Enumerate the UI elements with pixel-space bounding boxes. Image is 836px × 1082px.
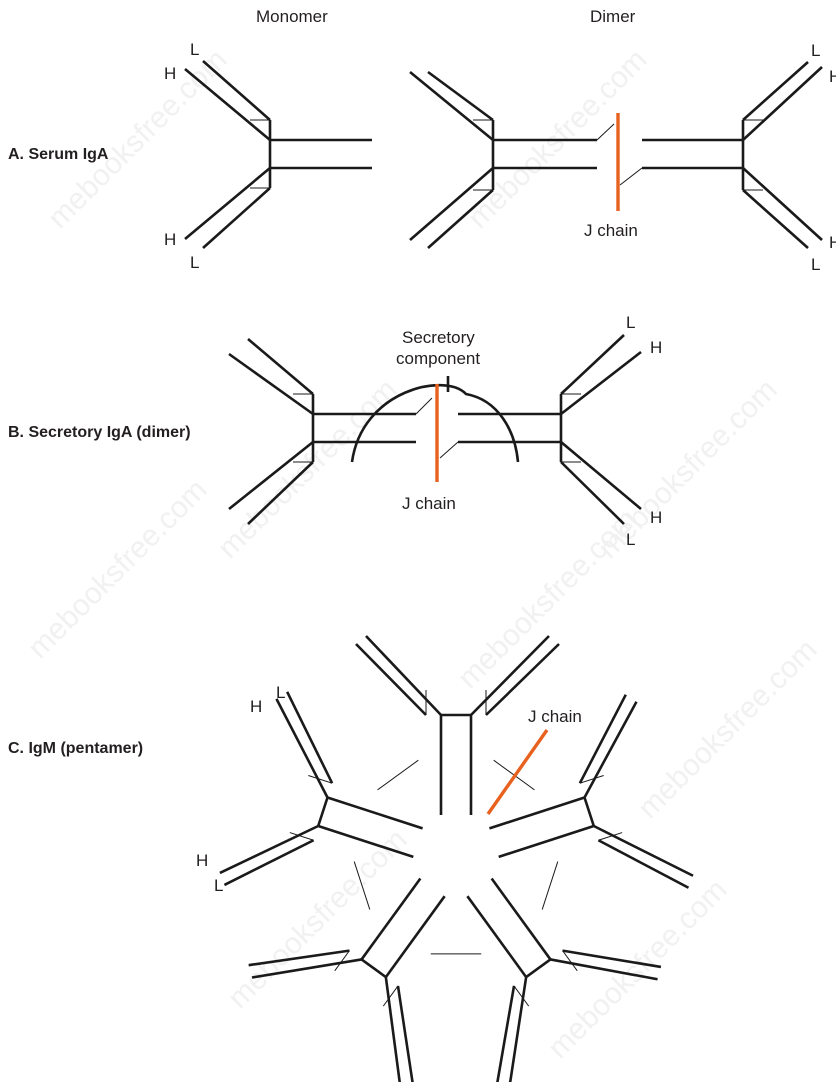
j-chain [486,729,549,815]
secretory-component [350,383,520,463]
light-chain-label: L [811,255,820,274]
watermark: mebooksfree.com [212,373,404,565]
light-chain-label: L [190,40,199,59]
light-chain-label: L [811,41,820,60]
heavy-chain-label: H [196,851,208,870]
igm-linker [377,759,419,791]
watermark: mebooksfree.com [22,473,214,665]
serum-iga-dimer [409,61,823,249]
light-chain-label: L [276,683,285,702]
igm-monomer-arm [248,877,446,1082]
igm-pentamer [219,635,694,1082]
section-a-title: A. Serum IgA [8,146,109,163]
j-chain-label: J chain [584,221,638,240]
watermark: mebooksfree.com [632,633,824,825]
light-chain-label: L [626,530,635,549]
secretory-component-label: Secretory [402,328,475,347]
section-b-title: B. Secretory IgA (dimer) [8,424,191,441]
watermark: mebooksfree.com [222,823,414,1015]
light-chain-label: L [626,313,635,332]
igm-monomer-arm [466,877,662,1082]
heavy-chain-label: H [650,508,662,527]
heavy-chain-label: H [650,338,662,357]
light-chain-label: L [190,253,199,272]
heavy-chain-label: H [829,233,836,252]
igm-monomer-arm [489,694,694,889]
j-chain-label: J chain [402,494,456,513]
heavy-chain-label: H [164,64,176,83]
secretory-component-label: component [396,349,480,368]
dimer-header: Dimer [590,7,636,26]
igm-monomer-arm [219,691,423,887]
light-chain-label: L [214,876,223,895]
serum-iga-monomer [184,60,372,249]
heavy-chain-label: H [829,67,836,86]
igm-linker [353,861,371,910]
igm-linker [541,861,559,910]
watermark: mebooksfree.com [452,503,644,695]
secretory-iga-dimer [228,334,642,525]
watermark: mebooksfree.com [542,873,734,1065]
section-c-title: C. IgM (pentamer) [8,740,143,757]
j-chain-label: J chain [528,707,582,726]
watermarks: mebooksfree.com mebooksfree.com mebooksf… [22,43,824,1065]
monomer-header: Monomer [256,7,328,26]
heavy-chain-label: H [164,230,176,249]
watermark: mebooksfree.com [42,43,234,235]
heavy-chain-label: H [250,697,262,716]
